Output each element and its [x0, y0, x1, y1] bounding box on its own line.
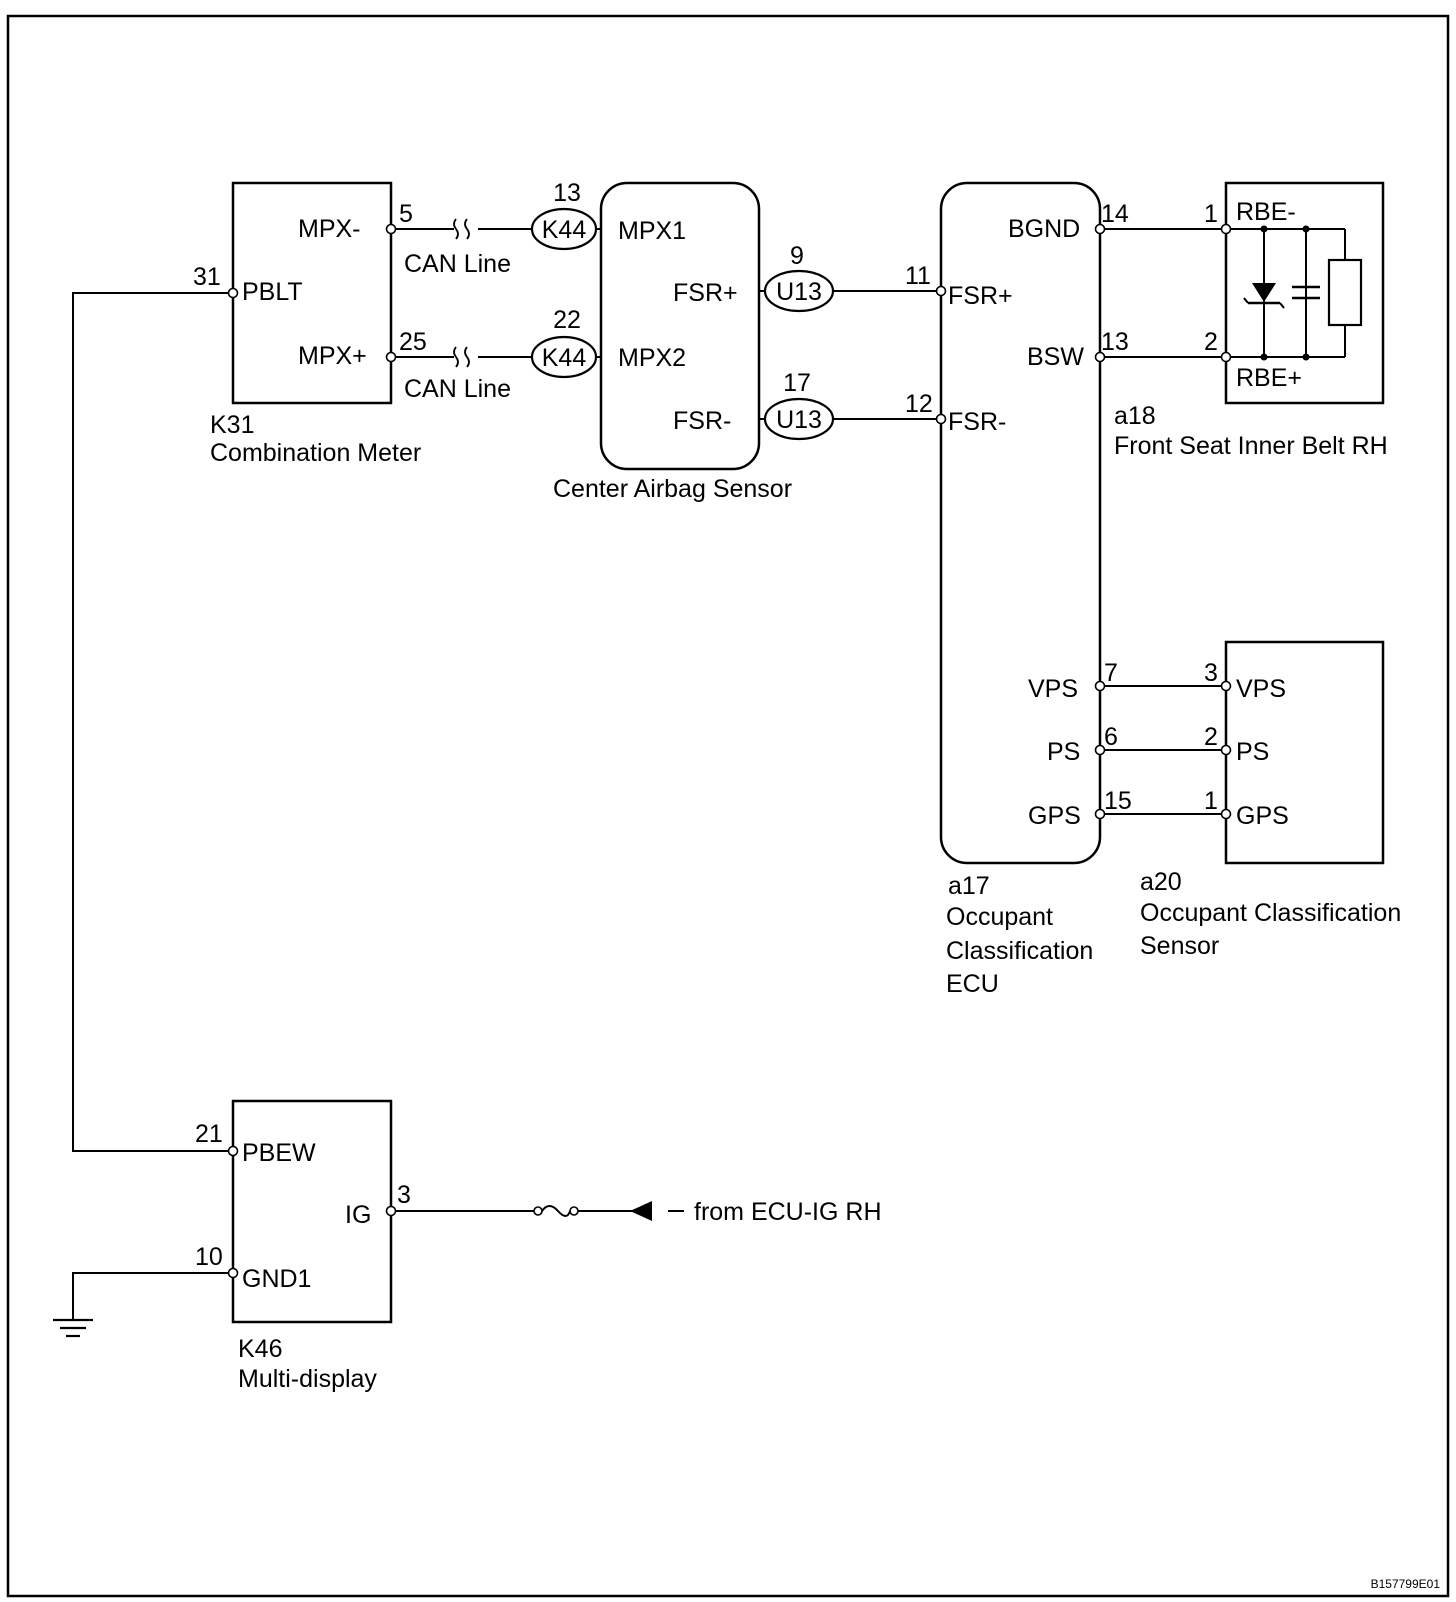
a20-code: a20	[1140, 868, 1182, 896]
a17-pin-number-fsr-plus: 11	[905, 262, 931, 290]
k31-pin-number-pblt: 31	[193, 263, 221, 291]
a18-pin-number-rbe-minus: 1	[1204, 200, 1218, 228]
a17-pin-fsr-minus-label: FSR-	[948, 408, 1006, 436]
k46-pin-pbew-label: PBEW	[242, 1139, 316, 1167]
k46-pin-number-ig: 3	[397, 1181, 411, 1209]
a18-front-seat-inner-belt: RBE- RBE+ a18 Front Seat I	[1114, 181, 1388, 460]
connector-u13-lower: U13 17	[763, 369, 835, 441]
pin-numbers: 5 31 25 11 12 14 13 7 6 15 1 2 3 2 1 21 …	[193, 200, 1218, 1271]
airbag-pin-fsr-plus-label: FSR+	[673, 279, 738, 307]
k31-combination-meter: MPX- PBLT MPX+ K31 Combination Meter	[210, 181, 421, 467]
k31-name: Combination Meter	[210, 439, 421, 467]
airbag-pin-mpx2-label: MPX2	[618, 344, 686, 372]
a20-name-line2: Sensor	[1140, 932, 1219, 960]
a17-name-line2: Classification	[946, 937, 1093, 965]
k31-pin-mpx-minus-label: MPX-	[298, 215, 361, 243]
connector-u13-upper: U13 9	[763, 242, 835, 313]
k31-pin-number-mpx-plus: 25	[399, 328, 427, 356]
a18-pin-rbe-plus-label: RBE+	[1236, 364, 1302, 392]
a17-code: a17	[948, 872, 990, 900]
airbag-pin-fsr-minus-label: FSR-	[673, 407, 731, 435]
a17-occupant-classification-ecu: BGND FSR+ BSW FSR- VPS PS GPS a17 Occupa…	[939, 181, 1102, 998]
center-airbag-sensor: MPX1 FSR+ MPX2 FSR- Center Airbag Sensor	[553, 181, 792, 503]
can-line-upper-label: CAN Line	[404, 250, 511, 278]
a17-pin-bsw-label: BSW	[1027, 343, 1084, 371]
connector-u13-lower-pin: 17	[783, 369, 811, 397]
a20-name-line1: Occupant Classification	[1140, 899, 1401, 927]
a17-pin-number-vps: 7	[1104, 659, 1118, 687]
connector-k44-lower-pin: 22	[553, 306, 581, 334]
connector-k44-lower-code: K44	[542, 344, 587, 372]
a17-pin-number-bgnd: 14	[1101, 200, 1129, 228]
connector-u13-upper-pin: 9	[790, 242, 804, 270]
a18-pin-rbe-minus-label: RBE-	[1236, 198, 1296, 226]
a20-pin-gps-label: GPS	[1236, 802, 1289, 830]
a18-name: Front Seat Inner Belt RH	[1114, 432, 1388, 460]
a17-name-line1: Occupant	[946, 903, 1053, 931]
a17-pin-gps-label: GPS	[1028, 802, 1081, 830]
ground-icon	[53, 1318, 93, 1338]
k31-pin-mpx-plus-label: MPX+	[298, 342, 367, 370]
connector-u13-lower-code: U13	[776, 406, 822, 434]
connector-u13-upper-code: U13	[776, 278, 822, 306]
connector-k44-lower: K44 22	[530, 306, 598, 379]
fuse-symbol	[533, 1205, 579, 1217]
k46-code: K46	[238, 1335, 282, 1363]
k46-pin-ig-label: IG	[345, 1201, 371, 1229]
k46-pin-gnd1-label: GND1	[242, 1265, 311, 1293]
can-line-break-marks	[453, 218, 470, 368]
k46-pin-number-pbew: 21	[195, 1120, 223, 1148]
power-arrow-icon	[630, 1201, 652, 1221]
figure-id: B157799E01	[1371, 1577, 1441, 1591]
k31-code: K31	[210, 411, 254, 439]
airbag-pin-mpx1-label: MPX1	[618, 217, 686, 245]
a20-pin-ps-label: PS	[1236, 738, 1269, 766]
diagram-frame	[6, 14, 1450, 1598]
power-source-label: from ECU-IG RH	[694, 1198, 882, 1226]
k46-name: Multi-display	[238, 1365, 377, 1393]
a17-pin-vps-label: VPS	[1028, 675, 1078, 703]
a17-pin-ps-label: PS	[1047, 738, 1080, 766]
connector-k44-upper: K44 13	[530, 179, 598, 251]
can-line-lower-label: CAN Line	[404, 375, 511, 403]
a18-pin-number-rbe-plus: 2	[1204, 328, 1218, 356]
k31-pin-pblt-label: PBLT	[242, 278, 303, 306]
k31-pin-number-mpx-minus: 5	[399, 200, 413, 228]
a20-occupant-classification-sensor: VPS PS GPS a20 Occupant Classification S…	[1140, 640, 1401, 960]
connector-k44-upper-pin: 13	[553, 179, 581, 207]
a17-pin-number-bsw: 13	[1101, 328, 1129, 356]
wires	[72, 228, 1226, 1320]
a17-name-line3: ECU	[946, 970, 999, 998]
a17-pin-bgnd-label: BGND	[1008, 215, 1080, 243]
airbag-sensor-name: Center Airbag Sensor	[553, 475, 792, 503]
a17-pin-number-fsr-minus: 12	[905, 390, 933, 418]
a17-pin-number-gps: 15	[1104, 787, 1132, 815]
k46-pin-number-gnd1: 10	[195, 1243, 223, 1271]
a20-pin-number-vps: 3	[1204, 659, 1218, 687]
a18-code: a18	[1114, 402, 1156, 430]
connector-k44-upper-code: K44	[542, 216, 587, 244]
belt-switch-circuit-symbol	[1226, 225, 1363, 361]
a17-pin-fsr-plus-label: FSR+	[948, 282, 1013, 310]
terminal-points	[227, 223, 1232, 1279]
k46-multi-display: PBEW IG GND1 K46 Multi-display	[231, 1099, 393, 1393]
a17-pin-number-ps: 6	[1104, 723, 1118, 751]
a20-pin-number-gps: 1	[1204, 787, 1218, 815]
a20-pin-number-ps: 2	[1204, 723, 1218, 751]
a20-pin-vps-label: VPS	[1236, 675, 1286, 703]
